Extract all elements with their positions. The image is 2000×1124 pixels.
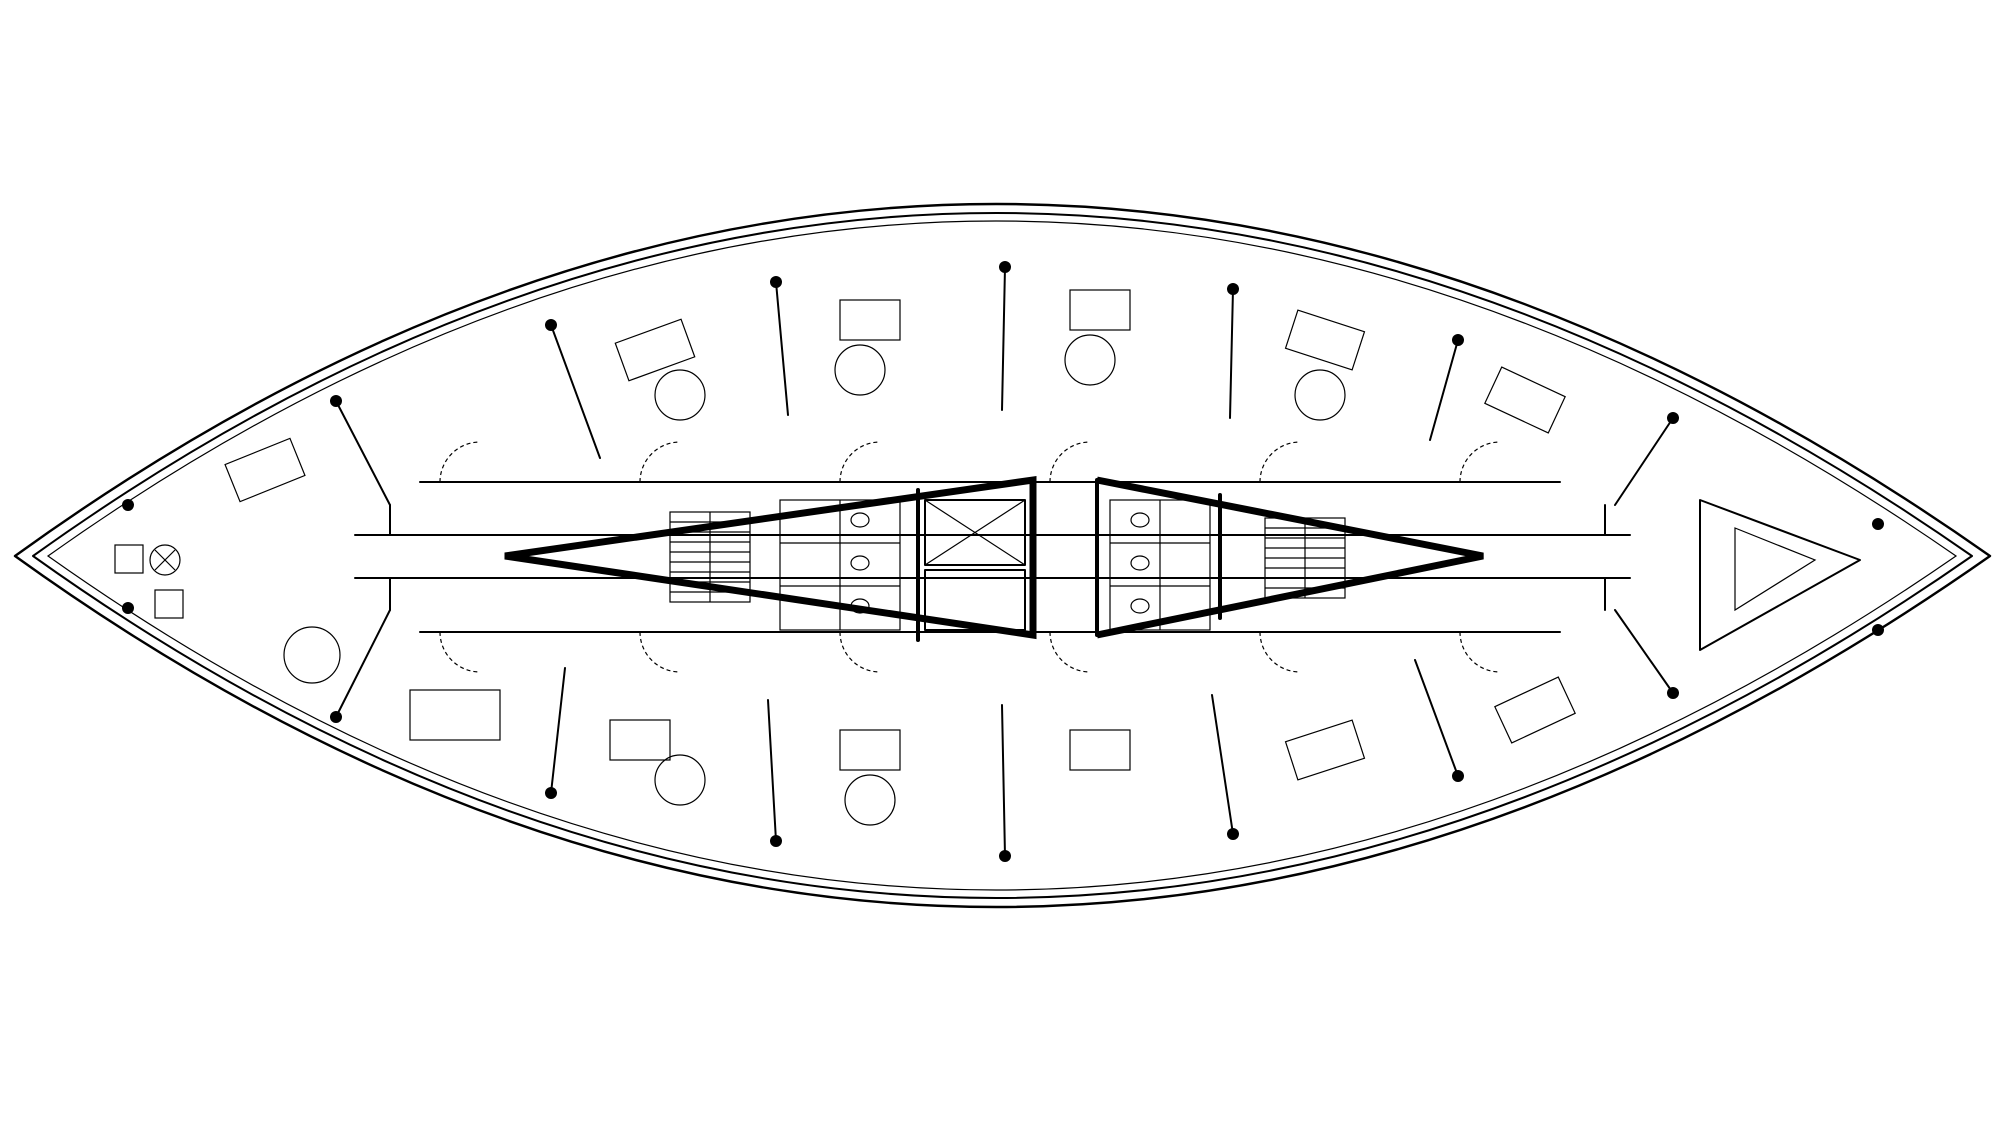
- reception-area: [114, 437, 341, 684]
- office-furniture: [409, 289, 1576, 826]
- corridor-walls: [354, 504, 1631, 611]
- building-core: [504, 475, 1484, 642]
- toilets-right: [1109, 499, 1211, 631]
- upper-offices: [335, 266, 1674, 506]
- facade: [13, 202, 1992, 909]
- toilets-left: [779, 499, 901, 631]
- conference-room: [1699, 499, 1861, 651]
- stair-left: [669, 511, 751, 603]
- stair-right: [1264, 517, 1346, 599]
- lower-offices: [335, 609, 1674, 857]
- lifts: [924, 499, 1026, 631]
